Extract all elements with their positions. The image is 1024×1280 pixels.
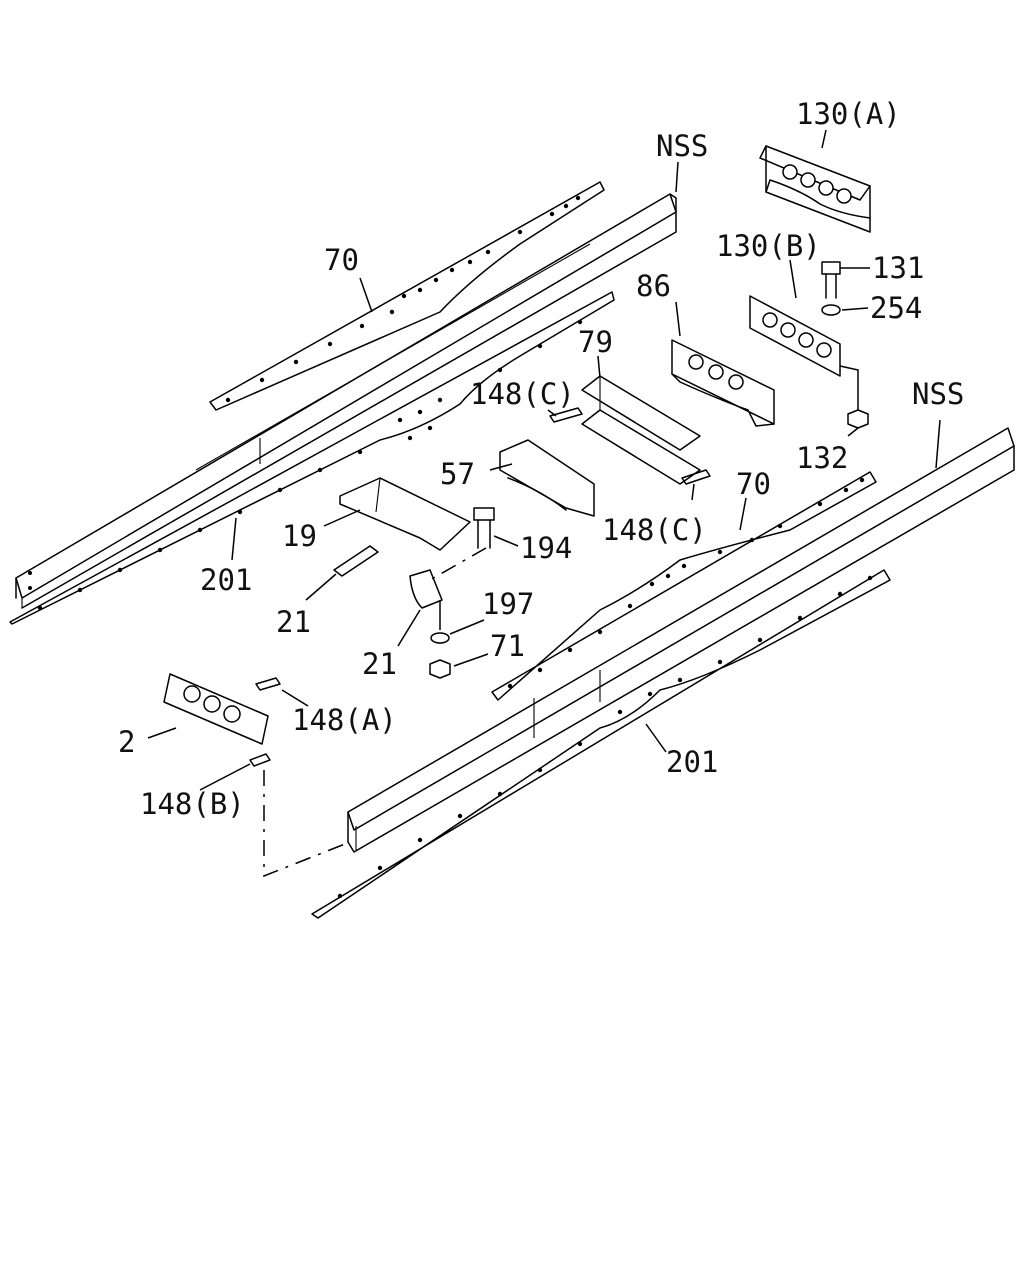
- crossmember-86: [671, 339, 775, 427]
- label-201-right: 201: [666, 745, 718, 779]
- plate-79: [581, 375, 701, 485]
- label-148c-upper: 148(C): [470, 377, 575, 411]
- bracket-57: [499, 439, 595, 517]
- washer-197: [430, 632, 450, 644]
- label-86: 86: [636, 269, 671, 303]
- crossmember-130b: [749, 295, 841, 377]
- label-131: 131: [872, 251, 924, 285]
- label-70-upper: 70: [324, 243, 359, 277]
- left-lower-plate-201: [9, 291, 615, 625]
- left-side-member-nss: [15, 193, 677, 609]
- left-reinforcement-70: [209, 181, 605, 411]
- label-21-left: 21: [276, 605, 311, 639]
- bolt-131: [821, 261, 841, 299]
- shim-148c-upper: [549, 407, 583, 423]
- washer-254: [821, 304, 841, 316]
- label-148b: 148(B): [140, 787, 245, 821]
- shim-148c-lower: [681, 469, 711, 485]
- label-19: 19: [282, 519, 317, 553]
- shim-148a: [255, 677, 281, 691]
- label-148a: 148(A): [292, 703, 397, 737]
- bolt-194: [473, 507, 495, 549]
- crossmember-130a: [759, 145, 871, 233]
- crossmember-2: [163, 673, 269, 745]
- label-132: 132: [796, 441, 848, 475]
- label-70-lower: 70: [736, 467, 771, 501]
- label-nss-right: NSS: [912, 377, 964, 411]
- label-197: 197: [482, 587, 534, 621]
- right-side-member-nss: [347, 427, 1015, 853]
- label-130b: 130(B): [716, 229, 821, 263]
- bracket-21-right: [409, 569, 443, 609]
- shim-148b: [249, 753, 271, 767]
- label-130a: 130(A): [796, 97, 901, 131]
- bracket-21-left: [333, 545, 379, 577]
- bracket-19: [339, 477, 471, 551]
- label-57: 57: [440, 457, 475, 491]
- label-nss-left: NSS: [656, 129, 708, 163]
- label-21-right: 21: [362, 647, 397, 681]
- right-lower-plate-201: [311, 569, 891, 919]
- label-79: 79: [578, 325, 613, 359]
- label-71: 71: [490, 629, 525, 663]
- right-reinforcement-70: [491, 471, 877, 701]
- label-201-left: 201: [200, 563, 252, 597]
- nut-132: [847, 409, 869, 429]
- label-2: 2: [118, 725, 135, 759]
- nut-71: [429, 659, 451, 679]
- leader-lines: [147, 129, 941, 791]
- label-148c-lower: 148(C): [602, 513, 707, 547]
- label-254: 254: [870, 291, 922, 325]
- label-194: 194: [520, 531, 572, 565]
